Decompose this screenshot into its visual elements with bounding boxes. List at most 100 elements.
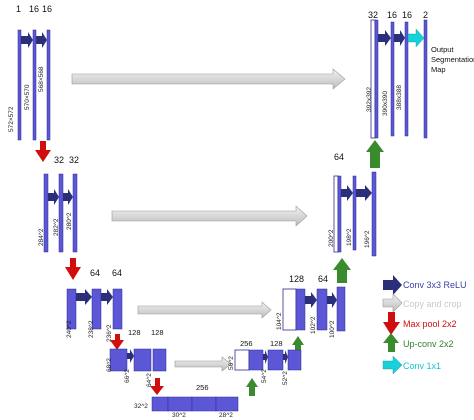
channel-label: 256	[240, 339, 253, 348]
channel-label: 2	[423, 10, 428, 20]
size-label: 196^2	[364, 230, 371, 248]
legend-label: Conv 1x1	[403, 361, 441, 371]
conv-arrow-icon	[127, 349, 134, 363]
feature-block	[112, 288, 123, 330]
conv-arrow-icon	[305, 292, 317, 308]
conv-arrow-icon	[101, 289, 113, 305]
level3-encoder: 64 64 240^2 238^2 236^2	[66, 268, 124, 350]
channel-label: 128	[151, 328, 164, 337]
size-label: 238^2	[88, 320, 95, 338]
feature-block	[371, 171, 377, 257]
channel-label: 256	[196, 383, 209, 392]
output-label: Map	[431, 65, 446, 74]
feature-block	[282, 288, 297, 331]
size-label: 240^2	[66, 320, 73, 338]
feature-block	[17, 29, 22, 141]
feature-block	[352, 175, 357, 251]
conv-arrow-icon	[48, 189, 59, 205]
legend-label: Max pool 2x2	[403, 319, 457, 329]
feature-block	[390, 21, 395, 137]
feature-block	[151, 396, 169, 412]
feature-block	[287, 349, 302, 371]
feature-block	[337, 175, 342, 253]
level5-bottleneck: 256 32^2 30^2 28^2	[134, 383, 239, 419]
size-label: 568×568	[38, 66, 45, 92]
conv-arrow-icon	[283, 350, 288, 364]
legend-label: Up-conv 2x2	[403, 339, 454, 349]
feature-block	[267, 349, 284, 371]
feature-block	[152, 348, 167, 372]
size-label: 388x388	[396, 85, 403, 110]
channel-label: 64	[90, 268, 100, 278]
size-label: 52^2	[282, 371, 289, 385]
conv-arrow-icon	[394, 30, 405, 46]
legend-label: Conv 3x3 ReLU	[403, 280, 467, 290]
upconv-arrow-icon	[292, 336, 304, 353]
feature-block	[43, 173, 49, 253]
feature-block	[248, 349, 264, 371]
channel-label: 16	[29, 4, 39, 14]
feature-block	[295, 288, 306, 331]
feature-block	[32, 29, 37, 141]
feature-block	[58, 173, 64, 253]
maxpool-arrow-icon	[150, 378, 164, 395]
channel-label: 64	[334, 152, 344, 162]
output-label: Segmentation	[431, 55, 474, 64]
conv-arrow-icon	[341, 185, 353, 201]
channel-label: 128	[128, 328, 141, 337]
conv-arrow-icon	[21, 32, 33, 48]
maxpool-arrow-icon	[35, 141, 51, 162]
upconv-arrow-icon	[246, 378, 258, 396]
feature-block	[191, 396, 217, 412]
feature-block	[316, 288, 328, 331]
conv-arrow-icon	[378, 30, 391, 46]
feature-block	[167, 396, 193, 412]
size-label: 30^2	[172, 412, 186, 419]
level2-encoder: 32 32 284^2 282^2 280^2	[38, 155, 81, 280]
channel-label: 64	[318, 274, 328, 284]
size-label: 68^2	[106, 358, 113, 372]
channel-label: 32	[368, 10, 378, 20]
size-label: 284^2	[38, 228, 45, 246]
size-label: 282^2	[53, 218, 60, 236]
copy-crop-arrow-icon	[71, 68, 346, 90]
feature-block	[234, 349, 250, 371]
copy-crop-arrow-icon	[111, 205, 308, 227]
size-label: 198^2	[346, 228, 353, 246]
size-label: 54^2	[261, 369, 268, 383]
level1-encoder: 1 16 16 572×572 570×570 568×568	[8, 4, 52, 162]
maxpool-arrow-icon	[110, 334, 124, 350]
size-label: 102^2	[310, 316, 317, 334]
gray-arrow-icon	[382, 293, 403, 313]
size-label: 236^2	[106, 324, 113, 342]
size-label: 280^2	[66, 212, 73, 230]
conv-arrow-icon	[327, 292, 337, 308]
feature-block	[215, 396, 239, 412]
copy-crop-arrow-icon	[137, 301, 272, 319]
green-up-arrow-icon	[383, 333, 399, 352]
channel-label: 64	[112, 268, 122, 278]
red-down-arrow-icon	[383, 312, 400, 335]
level4-decoder: 256 128 56^2 54^2 52^2	[228, 339, 302, 396]
output-label: Output	[431, 45, 454, 54]
size-label: 572×572	[8, 106, 15, 132]
size-label: 64^2	[146, 373, 153, 387]
legend-label: Copy and crop	[403, 299, 462, 309]
feature-block	[370, 19, 376, 139]
size-label: 570×570	[24, 84, 31, 110]
feature-block	[91, 288, 102, 330]
channel-label: 1	[16, 4, 21, 14]
channel-label: 16	[402, 10, 412, 20]
channel-label: 32	[69, 155, 79, 165]
size-label: 200^2	[328, 229, 335, 247]
conv-arrow-icon	[356, 185, 372, 201]
upconv-arrow-icon	[333, 258, 351, 283]
legend: Conv 3x3 ReLU Copy and crop Max pool 2x2…	[382, 275, 467, 375]
size-label: 32^2	[134, 403, 148, 410]
level4-encoder: 128 128 68^2 66^2 64^2	[106, 328, 167, 395]
level3-decoder: 128 64 104^2 102^2 100^2	[276, 274, 346, 353]
level1-decoder: 32 16 16 2 392x392 390x390 388x388 Outpu…	[366, 10, 474, 168]
cyan-arrow-icon	[382, 355, 403, 375]
feature-block	[133, 348, 152, 372]
channel-label: 32	[54, 155, 64, 165]
